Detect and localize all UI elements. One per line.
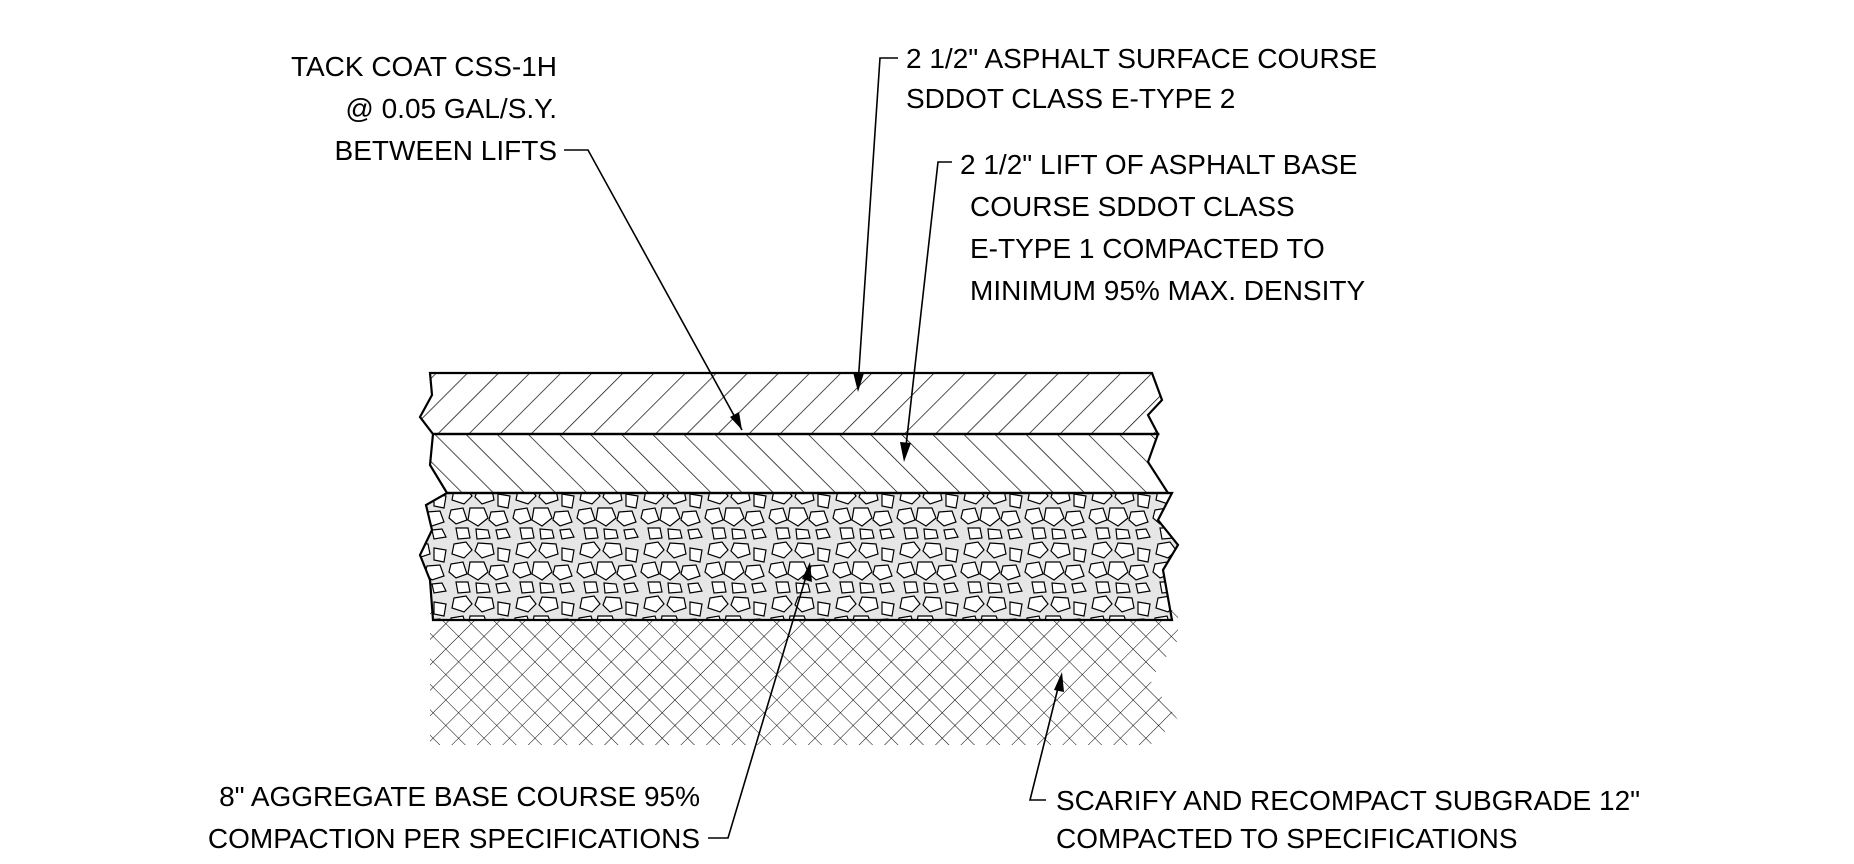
surface-course-arrowhead — [853, 372, 864, 392]
leader-lines — [564, 57, 1064, 839]
tack-coat-leader — [564, 149, 743, 431]
tack-coat-line-1: TACK COAT CSS-1H — [291, 51, 557, 82]
subgrade-line-2: COMPACTED TO SPECIFICATIONS — [1056, 823, 1518, 854]
subgrade-arrowhead — [1054, 672, 1064, 692]
callout-subgrade: SCARIFY AND RECOMPACT SUBGRADE 12" COMPA… — [1056, 785, 1640, 854]
callout-base-lift: 2 1/2" LIFT OF ASPHALT BASE COURSE SDDOT… — [960, 149, 1365, 306]
aggregate-base-line-2: COMPACTION PER SPECIFICATIONS — [208, 823, 700, 854]
aggregate-base-line-1: 8" AGGREGATE BASE COURSE 95% — [219, 781, 700, 812]
subgrade-leader — [1028, 679, 1061, 801]
subgrade-line-1: SCARIFY AND RECOMPACT SUBGRADE 12" — [1056, 785, 1640, 816]
base-lift-line-1: 2 1/2" LIFT OF ASPHALT BASE — [960, 149, 1357, 180]
base-lift-line-4: MINIMUM 95% MAX. DENSITY — [970, 275, 1365, 306]
base-lift-arrowhead — [900, 442, 911, 462]
aggregate-base-leader — [708, 569, 809, 839]
asphalt-base-layer — [428, 432, 1171, 495]
asphalt-surface-layer — [418, 371, 1164, 436]
surface-course-line-1: 2 1/2" ASPHALT SURFACE COURSE — [906, 43, 1377, 74]
base-lift-line-3: E-TYPE 1 COMPACTED TO — [970, 233, 1325, 264]
base-lift-leader — [904, 161, 952, 456]
callout-aggregate-base: 8" AGGREGATE BASE COURSE 95% COMPACTION … — [208, 781, 700, 854]
subgrade-layer — [430, 610, 1178, 745]
tack-coat-line-2: @ 0.05 GAL/S.Y. — [345, 93, 557, 124]
aggregate-base-arrowhead — [802, 562, 812, 582]
tack-coat-arrowhead — [730, 412, 742, 430]
callout-tack-coat: TACK COAT CSS-1H @ 0.05 GAL/S.Y. BETWEEN… — [291, 51, 557, 166]
base-lift-line-2: COURSE SDDOT CLASS — [970, 191, 1295, 222]
surface-course-line-2: SDDOT CLASS E-TYPE 2 — [906, 83, 1235, 114]
tack-coat-line-3: BETWEEN LIFTS — [335, 135, 557, 166]
surface-course-leader — [857, 57, 898, 386]
callout-surface-course: 2 1/2" ASPHALT SURFACE COURSE SDDOT CLAS… — [906, 43, 1377, 114]
aggregate-base-layer — [418, 491, 1180, 622]
